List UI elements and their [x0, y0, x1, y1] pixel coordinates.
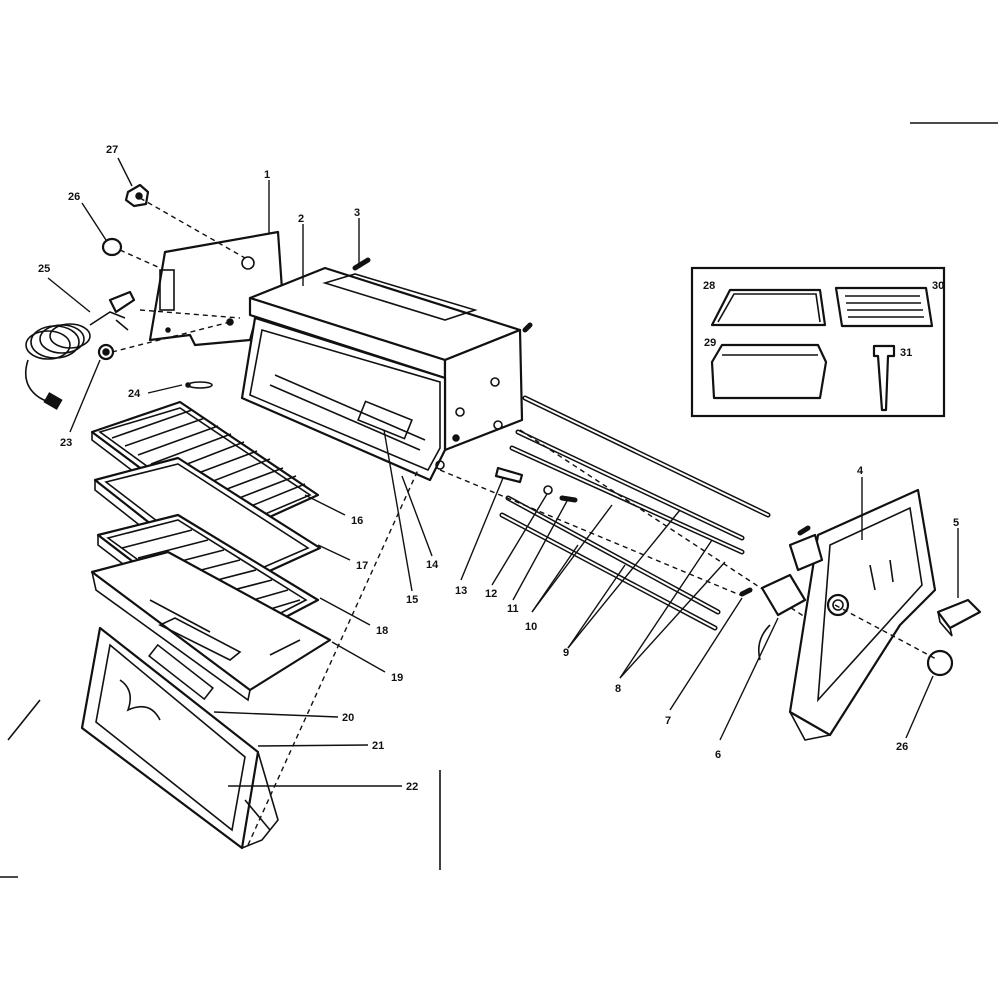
screw-part-7 [739, 587, 753, 597]
callout-30: 30 [932, 280, 944, 292]
screw-part-24 [185, 381, 213, 389]
callout-1: 1 [264, 169, 270, 181]
tongs-part-31 [872, 344, 896, 412]
screw-part-11 [559, 495, 578, 503]
callout-7: 7 [665, 715, 671, 727]
grill-tray-part-30 [834, 286, 934, 328]
callout-15: 15 [406, 594, 418, 606]
callout-3: 3 [354, 207, 360, 219]
assembly-line [247, 469, 419, 846]
baking-pan-part-28 [710, 288, 827, 327]
edge-stroke-left [7, 699, 41, 741]
assembly-line [119, 249, 161, 269]
callout-18: 18 [376, 625, 388, 637]
clip-part-27 [124, 183, 150, 208]
callout-26-right: 26 [896, 741, 908, 753]
callout-10: 10 [525, 621, 537, 633]
callout-12: 12 [485, 588, 497, 600]
callout-21: 21 [372, 740, 384, 752]
callout-9: 9 [563, 647, 569, 659]
screw-part-3 [352, 257, 371, 271]
callout-19: 19 [391, 672, 403, 684]
power-cord-part-25 [24, 290, 136, 410]
callout-26-left: 26 [68, 191, 80, 203]
switch-assembly-part-6 [757, 525, 824, 661]
callout-25: 25 [38, 263, 50, 275]
screw-right [522, 322, 533, 333]
switch-part-5 [936, 598, 982, 637]
callout-5: 5 [953, 517, 959, 529]
callout-14: 14 [426, 559, 439, 571]
callout-8: 8 [615, 683, 621, 695]
callout-22: 22 [406, 781, 418, 793]
callout-29: 29 [704, 337, 716, 349]
callout-23: 23 [60, 437, 72, 449]
assembly-line [111, 321, 231, 353]
oven-cabinet-part-2 [240, 266, 524, 482]
assembly-line [834, 604, 939, 661]
grommet-part-23 [97, 343, 115, 361]
callout-17: 17 [356, 560, 368, 572]
assembly-line [139, 309, 241, 319]
accessories-inset [690, 266, 946, 418]
nut-part-12 [543, 485, 553, 495]
callout-31: 31 [900, 347, 912, 359]
bracket-part-13 [494, 466, 524, 484]
callout-28: 28 [703, 280, 715, 292]
callout-20: 20 [342, 712, 354, 724]
assembly-line [139, 197, 246, 259]
broil-pan-part-19 [90, 550, 332, 702]
callout-16: 16 [351, 515, 363, 527]
callout-11: 11 [507, 603, 519, 615]
control-panel-part-4 [788, 488, 937, 741]
roasting-pan-part-29 [710, 343, 828, 400]
callout-13: 13 [455, 585, 467, 597]
callout-labels: 1 2 3 4 5 6 7 8 9 10 11 12 13 14 15 16 1… [38, 144, 959, 793]
side-panel-part-1 [148, 230, 286, 347]
callout-6: 6 [715, 749, 721, 761]
callout-2: 2 [298, 213, 304, 225]
knob-part-26-left [101, 237, 123, 257]
knob-part-26-right [926, 649, 954, 677]
callout-24: 24 [128, 388, 141, 400]
callout-27: 27 [106, 144, 118, 156]
leader-lines [47, 157, 959, 787]
callout-4: 4 [857, 465, 864, 477]
